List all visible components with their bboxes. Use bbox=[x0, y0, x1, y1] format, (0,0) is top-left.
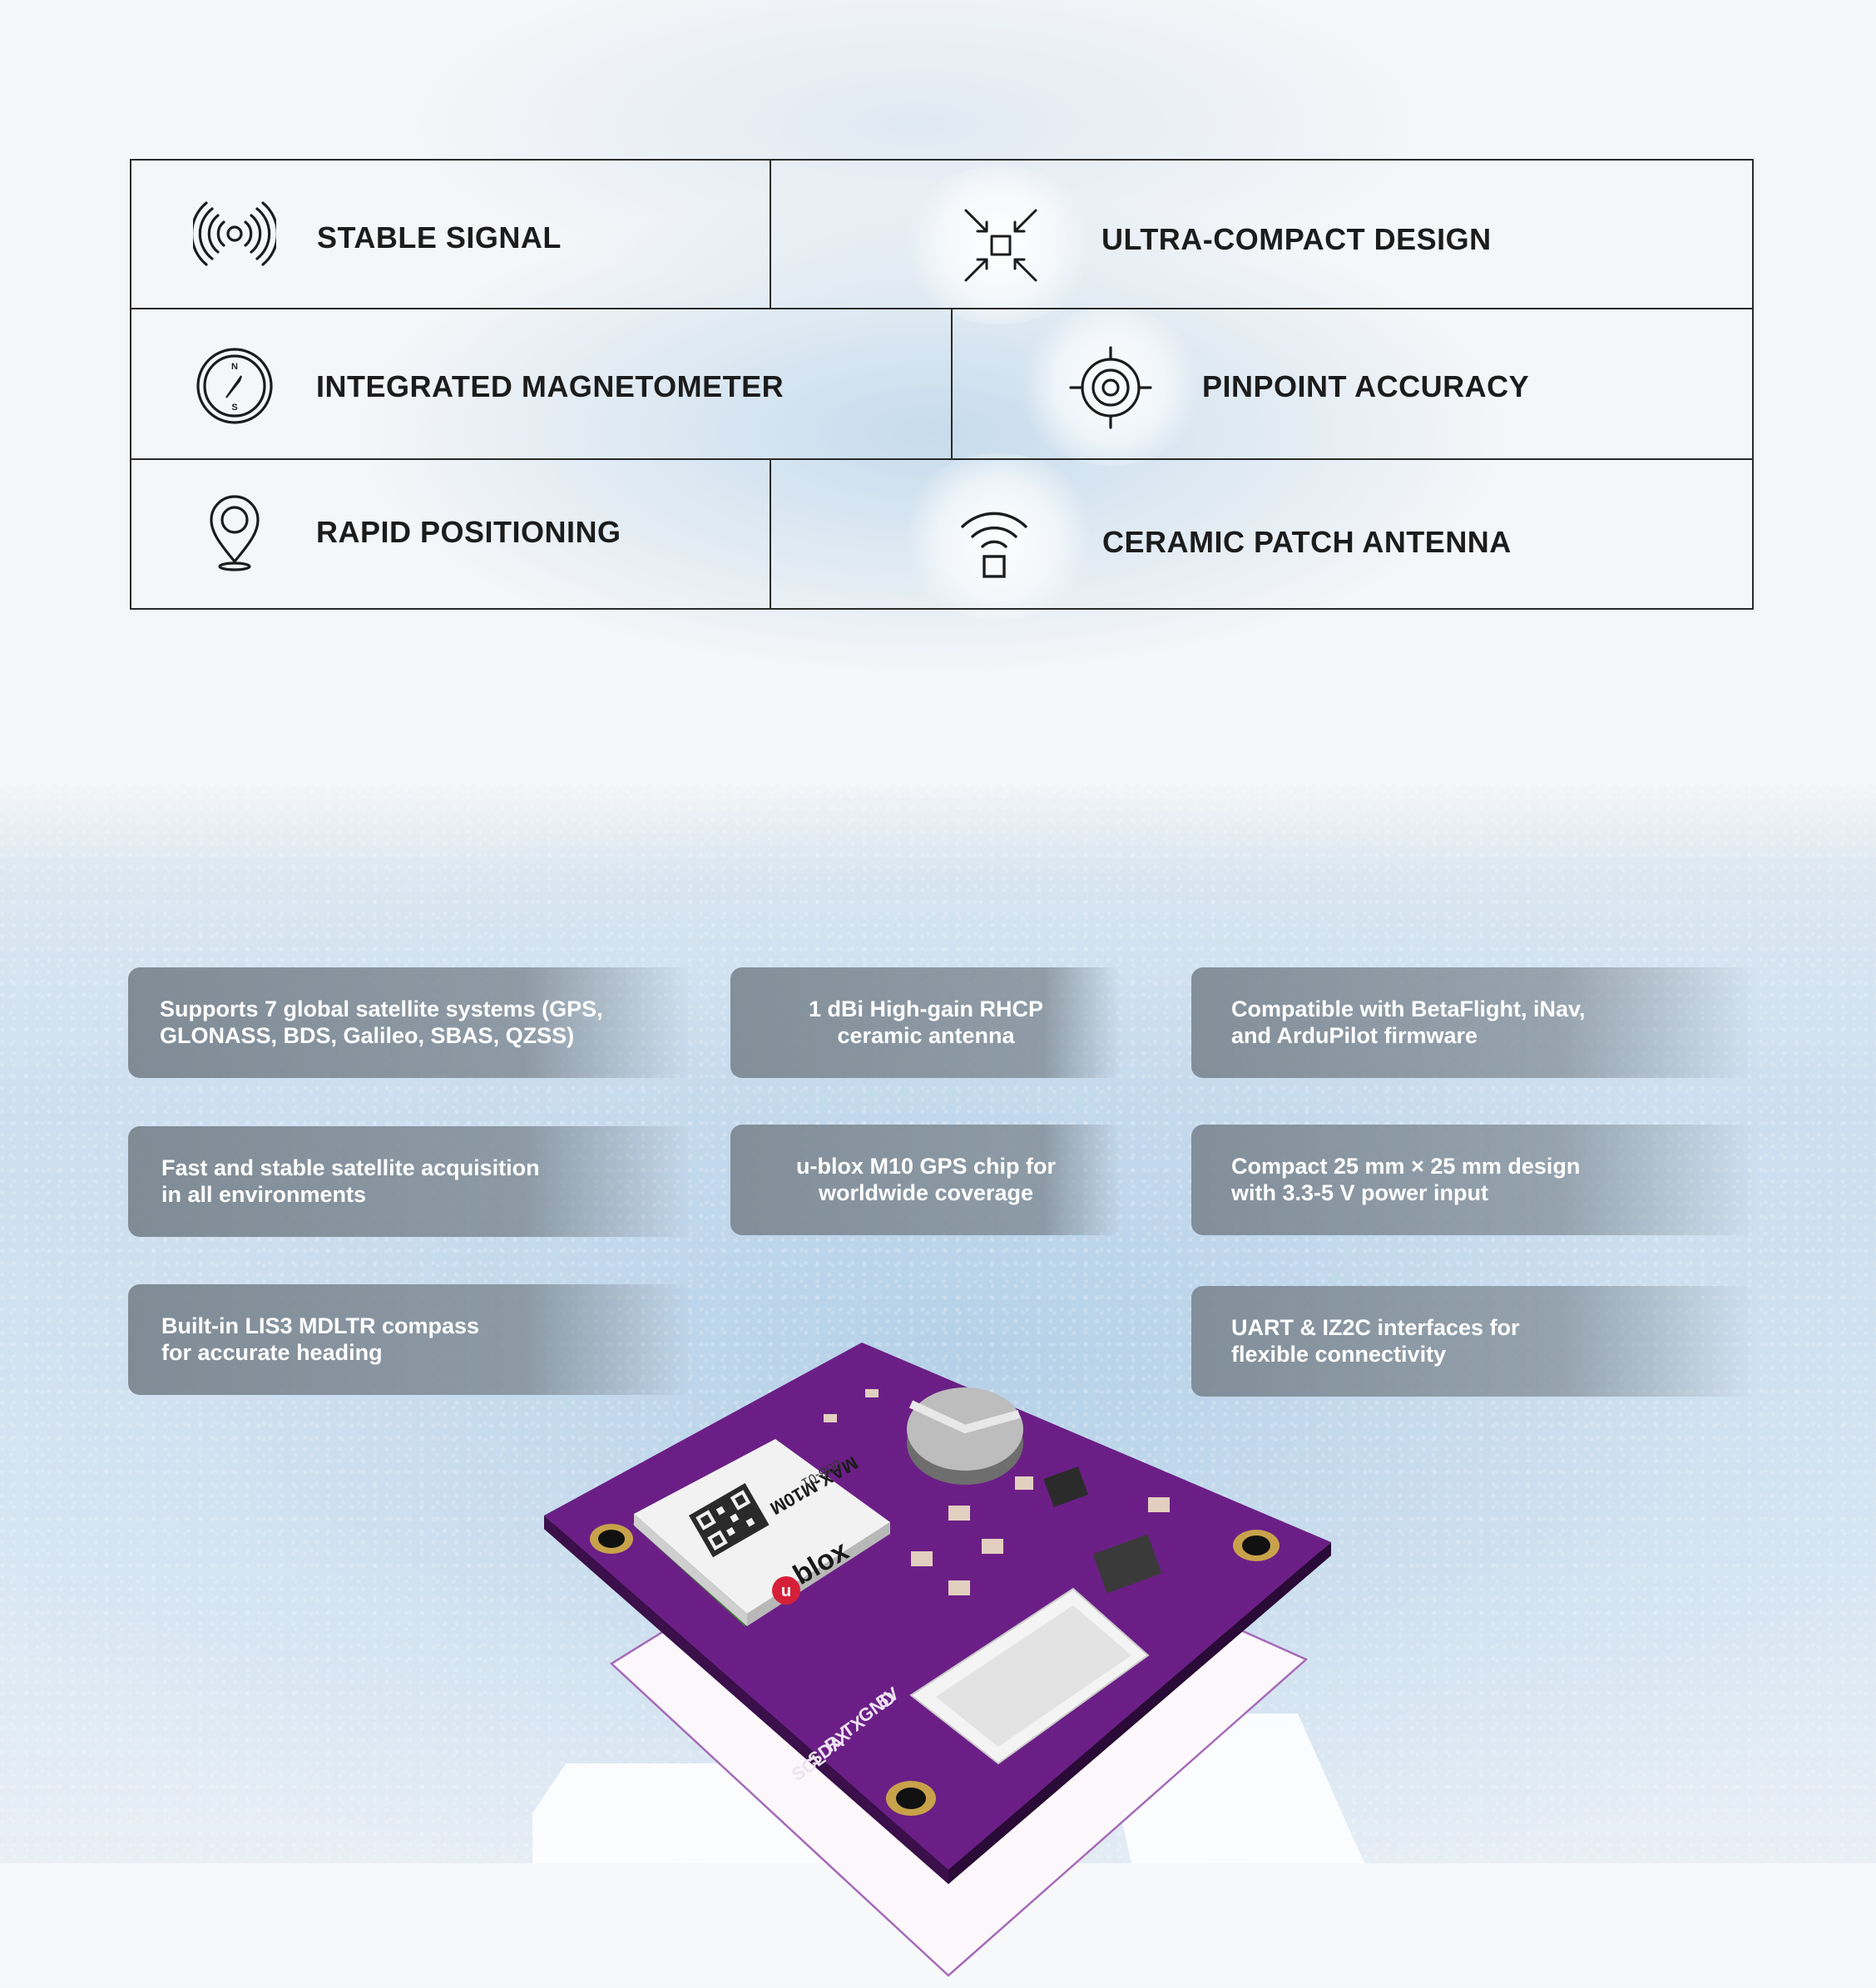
spec-text: Compatible with BetaFlight, iNav, and Ar… bbox=[1231, 996, 1586, 1048]
features-grid: STABLE SIGNAL ULTRA-COMPACT DESIGN N S I… bbox=[130, 159, 1754, 610]
spec-text: 1 dBi High-gain RHCP ceramic antenna bbox=[809, 996, 1043, 1048]
feature-label: ULTRA-COMPACT DESIGN bbox=[1101, 222, 1492, 256]
feature-magnetometer: N S INTEGRATED MAGNETOMETER bbox=[131, 309, 951, 458]
spec-pill: Compact 25 mm × 25 mm design with 3.3-5 … bbox=[1191, 1125, 1757, 1235]
feature-label: CERAMIC PATCH ANTENNA bbox=[1102, 525, 1512, 559]
spec-pill: UART & IZ2C interfaces for flexible conn… bbox=[1191, 1286, 1757, 1397]
grid-divider bbox=[951, 309, 953, 459]
grid-divider bbox=[131, 308, 1752, 309]
feature-ceramic-antenna: CERAMIC PATCH ANTENNA bbox=[771, 460, 1754, 610]
spec-text: Supports 7 global satellite systems (GPS… bbox=[160, 996, 603, 1048]
feature-label: PINPOINT ACCURACY bbox=[1202, 369, 1530, 403]
signal-waves-icon bbox=[193, 201, 276, 266]
feature-label: STABLE SIGNAL bbox=[317, 220, 562, 255]
icon-glow bbox=[898, 453, 1098, 620]
compress-arrows-icon bbox=[964, 209, 1037, 282]
top-background bbox=[0, 0, 1876, 749]
compass-icon: N S bbox=[196, 348, 273, 424]
gps-board-image: u blox MAX-M10M 00B-01 5V GND TX RX SDA … bbox=[499, 1343, 1364, 1977]
spec-text: UART & IZ2C interfaces for flexible conn… bbox=[1231, 1314, 1520, 1367]
spec-pill: Fast and stable satellite acquisition in… bbox=[128, 1126, 694, 1237]
feature-rapid-positioning: RAPID POSITIONING bbox=[131, 460, 770, 610]
spec-pill: 1 dBi High-gain RHCP ceramic antenna bbox=[730, 967, 1121, 1078]
spec-text: Built-in LIS3 MDLTR compass for accurate… bbox=[161, 1313, 480, 1365]
svg-text:S: S bbox=[231, 403, 237, 413]
spec-pill: Compatible with BetaFlight, iNav, and Ar… bbox=[1191, 967, 1757, 1078]
spec-pill: Built-in LIS3 MDLTR compass for accurate… bbox=[128, 1284, 694, 1395]
icon-glow bbox=[898, 166, 1098, 324]
location-pin-icon bbox=[210, 495, 260, 571]
spec-text: Compact 25 mm × 25 mm design with 3.3-5 … bbox=[1231, 1153, 1581, 1205]
spec-text: u-blox M10 GPS chip for worldwide covera… bbox=[795, 1153, 1057, 1205]
feature-stable-signal: STABLE SIGNAL bbox=[131, 161, 770, 308]
feature-label: RAPID POSITIONING bbox=[316, 515, 621, 549]
grid-divider bbox=[770, 161, 771, 309]
icon-glow bbox=[1015, 308, 1206, 466]
feature-ultra-compact: ULTRA-COMPACT DESIGN bbox=[771, 161, 1754, 308]
grid-divider bbox=[131, 458, 1752, 460]
feature-label: INTEGRATED MAGNETOMETER bbox=[316, 369, 785, 403]
brand-mark: u bbox=[781, 1582, 791, 1600]
feature-pinpoint-accuracy: PINPOINT ACCURACY bbox=[953, 309, 1754, 458]
svg-text:N: N bbox=[231, 362, 238, 372]
spec-text: Fast and stable satellite acquisition in… bbox=[161, 1155, 540, 1207]
spec-pill: Supports 7 global satellite systems (GPS… bbox=[128, 967, 694, 1078]
spec-pill: u-blox M10 GPS chip for worldwide covera… bbox=[730, 1125, 1121, 1235]
gps-module-illustration: u blox MAX-M10M 00B-01 5V GND TX RX SDA … bbox=[499, 1331, 1364, 1984]
target-crosshair-icon bbox=[1069, 346, 1152, 429]
ublox-logo-icon bbox=[772, 1576, 800, 1605]
antenna-wifi-icon bbox=[961, 512, 1027, 578]
grid-divider bbox=[770, 459, 771, 610]
